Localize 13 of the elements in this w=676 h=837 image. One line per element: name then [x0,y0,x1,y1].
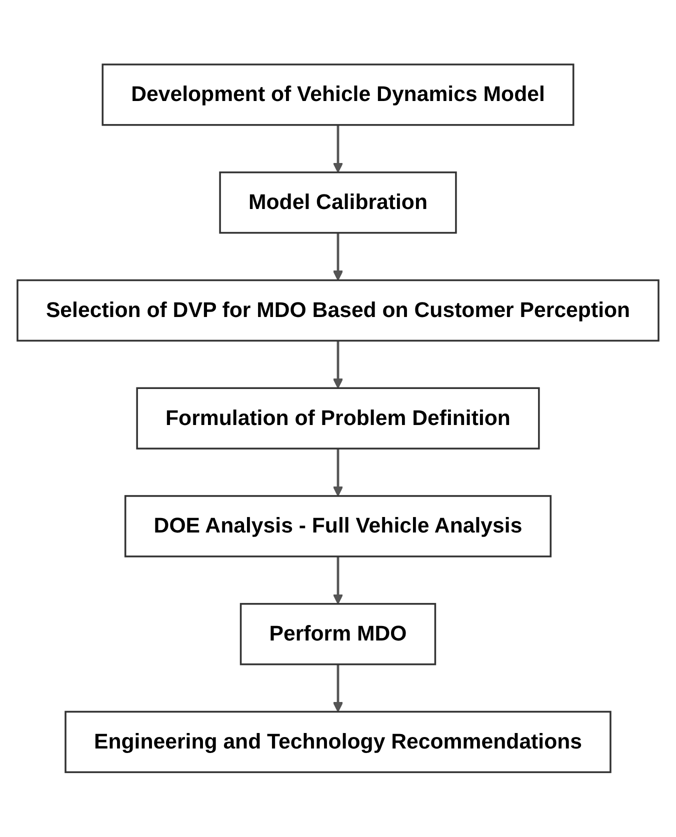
arrow [332,232,344,281]
node-box: Formulation of Problem Definition [136,387,540,450]
node-box: Model Calibration [219,172,457,234]
node-box: DOE Analysis - Full Vehicle Analysis [124,495,552,558]
arrow [332,340,344,389]
arrow [332,556,344,604]
node-box: Selection of DVP for MDO Based on Customer Perception [16,280,660,342]
node-box: Engineering and Technology Recommendations [64,711,612,774]
arrow [332,125,344,173]
node-box: Development of Vehicle Dynamics Model [102,64,574,126]
arrow [332,664,344,712]
node-box: Perform MDO [240,603,436,666]
arrow [332,448,344,497]
